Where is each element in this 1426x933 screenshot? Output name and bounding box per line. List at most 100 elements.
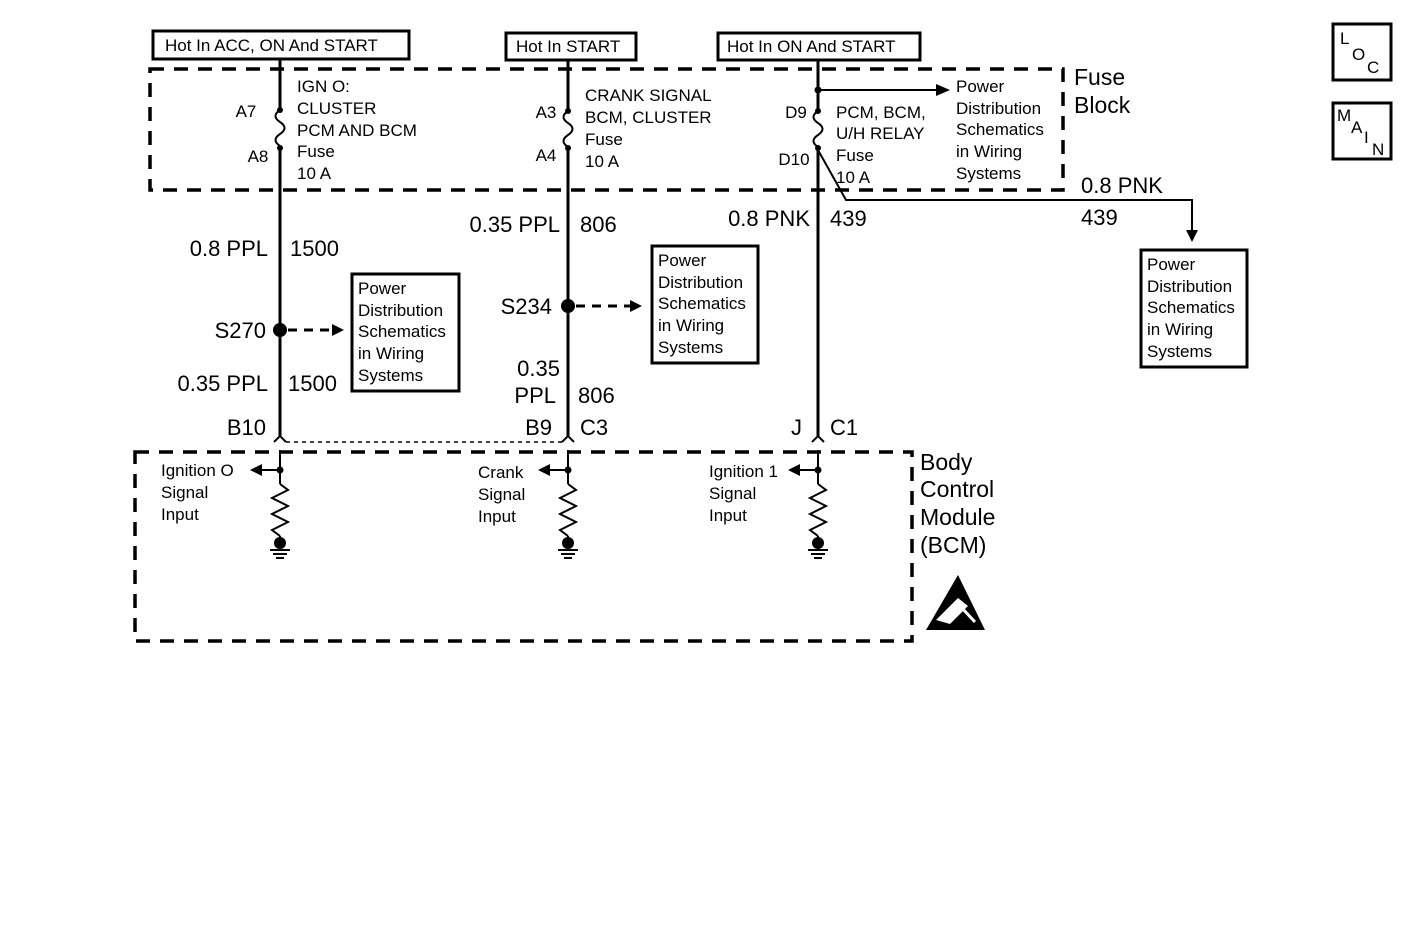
wire-circuit: 439 — [830, 206, 867, 231]
bcm-input-ignition-1 — [788, 450, 829, 559]
wire-gauge: 0.35 PPL — [177, 371, 268, 396]
bcm-input-crank — [538, 450, 579, 559]
pin-a3: A3 — [536, 103, 557, 122]
svg-text:Power: Power — [358, 279, 407, 298]
svg-text:CLUSTER: CLUSTER — [297, 99, 376, 118]
svg-text:IGN O:: IGN O: — [297, 77, 350, 96]
bcm-label: Body Control Module (BCM) — [920, 449, 995, 558]
fuse-block-label: Fuse — [1074, 64, 1125, 90]
esd-warning-icon — [926, 575, 985, 630]
power-dist-box-3: Power Distribution Schematics in Wiring … — [1139, 248, 1249, 369]
svg-text:Systems: Systems — [956, 164, 1021, 183]
svg-text:(BCM): (BCM) — [920, 532, 986, 558]
svg-text:Crank: Crank — [478, 463, 524, 482]
svg-text:Signal: Signal — [709, 484, 756, 503]
svg-text:Distribution: Distribution — [956, 99, 1041, 118]
fuse-pcm-bcm-relay-label: PCM, BCM, U/H RELAY Fuse 10 A — [836, 103, 926, 187]
wire-gauge: 0.35 — [517, 356, 560, 381]
pin-a8: A8 — [248, 147, 269, 166]
svg-text:Distribution: Distribution — [358, 301, 443, 320]
wire-circuit: 806 — [578, 383, 615, 408]
svg-text:C: C — [1367, 58, 1379, 77]
svg-text:Schematics: Schematics — [1147, 298, 1235, 317]
svg-text:Schematics: Schematics — [658, 294, 746, 313]
wire-gauge: 0.8 PNK — [728, 206, 810, 231]
power-dist-box-1: Power Distribution Schematics in Wiring … — [350, 272, 461, 393]
wire-circuit: 439 — [1081, 205, 1118, 230]
wire-circuit: 1500 — [290, 236, 339, 261]
svg-text:Input: Input — [161, 505, 199, 524]
svg-text:Signal: Signal — [161, 483, 208, 502]
svg-text:Schematics: Schematics — [358, 322, 446, 341]
hot-label-acc-on-start: Hot In ACC, ON And START — [151, 29, 411, 61]
fuse-ign-o-label: IGN O: CLUSTER PCM AND BCM Fuse 10 A — [297, 77, 417, 183]
svg-text:Distribution: Distribution — [1147, 277, 1232, 296]
fuse-block-label: Block — [1074, 92, 1131, 118]
svg-text:PCM, BCM,: PCM, BCM, — [836, 103, 926, 122]
svg-text:Hot In ACC, ON And START: Hot In ACC, ON And START — [165, 36, 378, 55]
connector-j: J — [791, 415, 802, 440]
svg-text:Systems: Systems — [1147, 342, 1212, 361]
main-button[interactable]: M A I N — [1331, 101, 1393, 161]
svg-text:Input: Input — [709, 506, 747, 525]
bcm-input-label: Ignition O Signal Input — [161, 461, 234, 524]
connector-b9: B9 — [525, 415, 552, 440]
wire-circuit: 1500 — [288, 371, 337, 396]
svg-text:Systems: Systems — [658, 338, 723, 357]
splice-s270 — [273, 323, 287, 337]
bcm-input-ignition-o — [250, 450, 291, 559]
svg-text:in Wiring: in Wiring — [658, 316, 724, 335]
splice-label: S234 — [501, 294, 552, 319]
svg-text:Power: Power — [956, 77, 1005, 96]
svg-text:Body: Body — [920, 449, 973, 475]
svg-text:L: L — [1340, 29, 1349, 48]
pin-a4: A4 — [536, 146, 557, 165]
pin-d10: D10 — [778, 150, 809, 169]
svg-text:U/H RELAY: U/H RELAY — [836, 124, 925, 143]
wire-806 — [561, 60, 575, 443]
svg-text:Systems: Systems — [358, 366, 423, 385]
bcm-input-label: Crank Signal Input — [478, 463, 525, 526]
svg-text:Ignition 1: Ignition 1 — [709, 462, 778, 481]
svg-text:O: O — [1352, 45, 1365, 64]
splice-s234 — [561, 299, 575, 313]
svg-text:Hot In START: Hot In START — [516, 37, 620, 56]
svg-text:Fuse: Fuse — [297, 142, 335, 161]
fuse-crank-signal-label: CRANK SIGNAL BCM, CLUSTER Fuse 10 A — [585, 86, 712, 171]
power-dist-note-fuse-block: Power Distribution Schematics in Wiring … — [956, 77, 1044, 183]
fuse-block-outline — [148, 67, 1065, 192]
hot-label-start: Hot In START — [504, 31, 638, 62]
svg-text:10 A: 10 A — [836, 168, 871, 187]
connector-b10: B10 — [227, 415, 266, 440]
svg-text:Schematics: Schematics — [956, 120, 1044, 139]
svg-text:in Wiring: in Wiring — [1147, 320, 1213, 339]
svg-text:I: I — [1364, 128, 1369, 147]
svg-text:CRANK SIGNAL: CRANK SIGNAL — [585, 86, 712, 105]
svg-text:Power: Power — [1147, 255, 1196, 274]
splice-label: S270 — [215, 318, 266, 343]
wire-gauge: 0.8 PPL — [190, 236, 268, 261]
wire-gauge: PPL — [514, 383, 556, 408]
svg-text:BCM, CLUSTER: BCM, CLUSTER — [585, 108, 712, 127]
svg-text:Ignition O: Ignition O — [161, 461, 234, 480]
wire-gauge: 0.35 PPL — [469, 212, 560, 237]
svg-text:Power: Power — [658, 251, 707, 270]
pin-a7: A7 — [236, 102, 257, 121]
wire-circuit: 806 — [580, 212, 617, 237]
svg-text:Signal: Signal — [478, 485, 525, 504]
svg-text:Control: Control — [920, 476, 994, 502]
svg-text:Fuse: Fuse — [836, 146, 874, 165]
svg-text:Input: Input — [478, 507, 516, 526]
connector-c3: C3 — [580, 415, 608, 440]
svg-text:in Wiring: in Wiring — [956, 142, 1022, 161]
loc-button[interactable]: L O C — [1331, 22, 1393, 82]
power-dist-box-2: Power Distribution Schematics in Wiring … — [650, 244, 760, 365]
wire-gauge: 0.8 PNK — [1081, 173, 1163, 198]
bcm-outline — [133, 450, 914, 643]
svg-text:10 A: 10 A — [297, 164, 332, 183]
svg-text:Hot In ON And START: Hot In ON And START — [727, 37, 896, 56]
bcm-input-label: Ignition 1 Signal Input — [709, 462, 778, 525]
wire-1500 — [273, 59, 287, 443]
svg-text:N: N — [1372, 140, 1384, 159]
